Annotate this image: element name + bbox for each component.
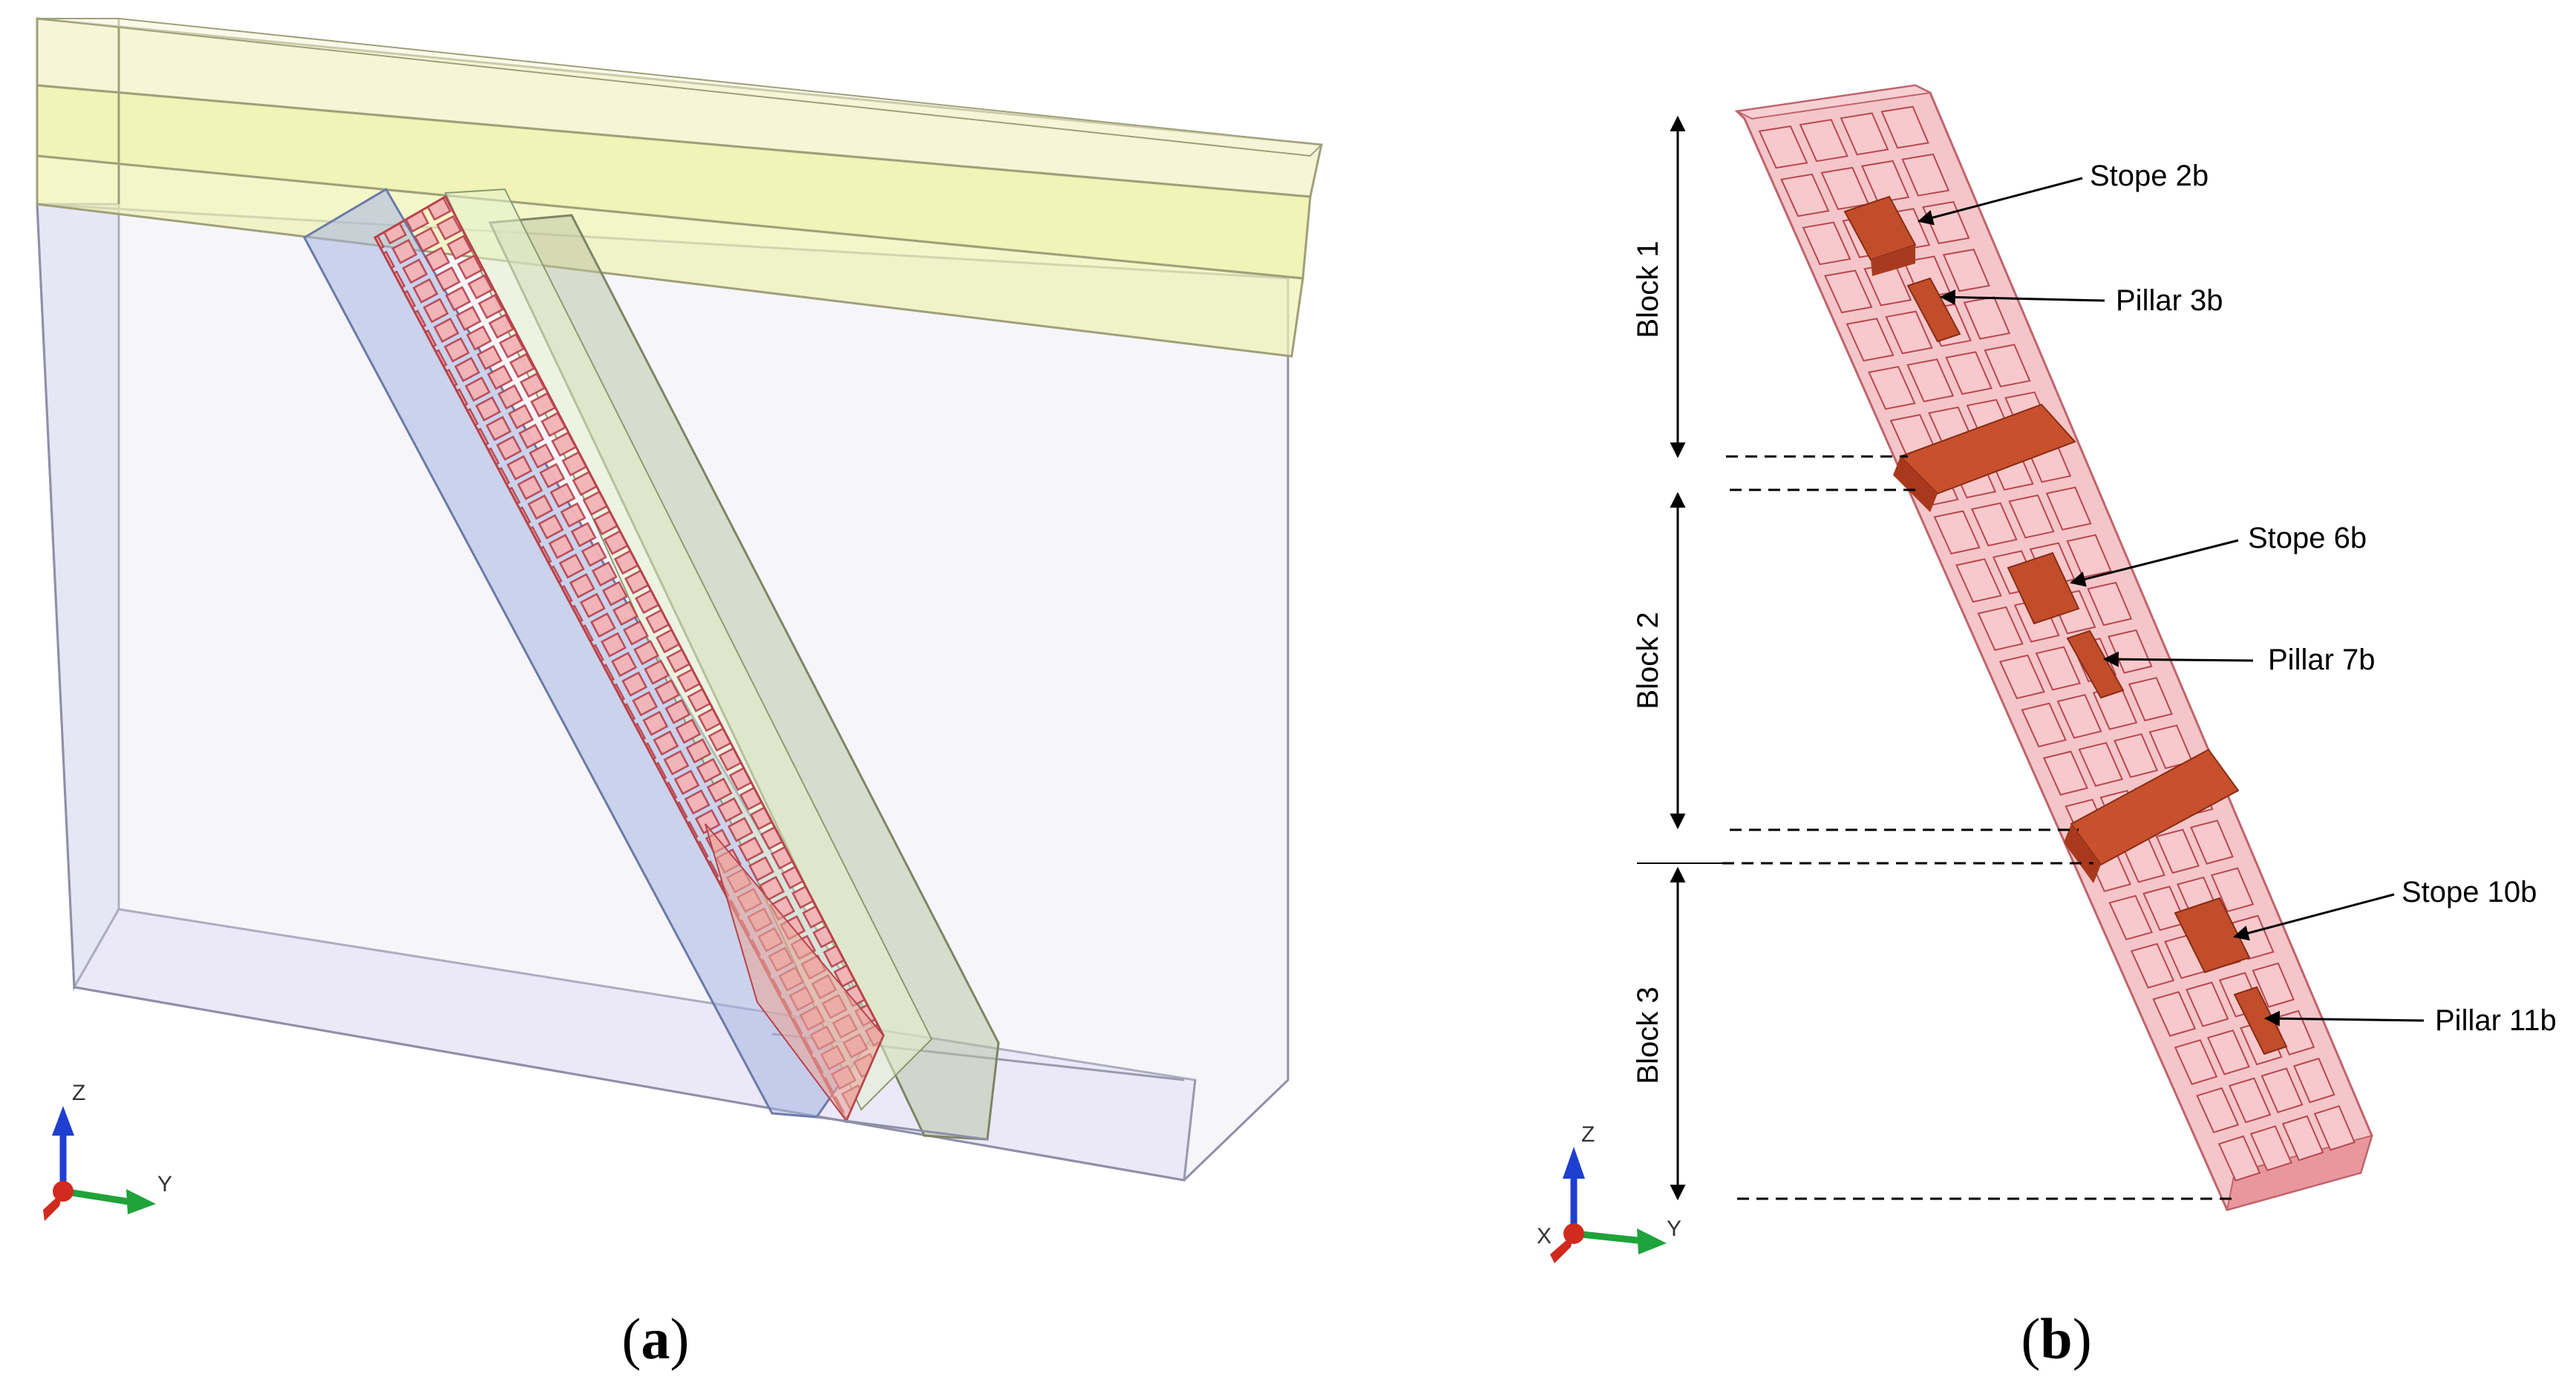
stope-cell xyxy=(1840,112,1889,156)
block-boundary-lines xyxy=(1722,455,2235,1200)
stope-cell xyxy=(2066,534,2112,579)
stope-cell xyxy=(1758,125,1808,169)
stope-cell xyxy=(2108,894,2154,940)
stope-cell xyxy=(2056,694,2102,739)
stope-cell xyxy=(2210,867,2255,913)
stope-10b-label: Stope 10b xyxy=(2402,876,2537,909)
stope-cell xyxy=(1824,269,1873,314)
axis-triad-a: Z Y xyxy=(43,1081,172,1221)
stope-cell xyxy=(2078,742,2124,788)
z-arrow-icon xyxy=(1563,1147,1585,1179)
caption-a: (a) xyxy=(622,1306,690,1371)
stope-cell xyxy=(2190,819,2234,865)
stope-cell xyxy=(2313,1104,2356,1151)
stope-6b-block xyxy=(2007,551,2080,625)
stope-cell xyxy=(1901,153,1950,197)
stope-cell xyxy=(1933,510,1981,555)
axis-x-label: X xyxy=(1537,1224,1552,1248)
stope-cell xyxy=(2252,962,2295,1008)
stope-cell xyxy=(2206,1029,2250,1076)
stope-cell xyxy=(1942,248,1990,292)
block-1-label: Block 1 xyxy=(1632,240,1664,338)
stope-cell xyxy=(1984,344,2031,387)
stope-cell xyxy=(1868,365,1916,410)
pillar-7b-label: Pillar 7b xyxy=(2268,644,2376,676)
stope-cell xyxy=(2217,1135,2261,1182)
stope-6b-label: Stope 6b xyxy=(2248,522,2367,554)
stope-cell xyxy=(2196,1087,2240,1133)
stope-cell xyxy=(1799,119,1848,163)
pillar-11b-block xyxy=(2233,986,2288,1055)
panel-a-model: Z Y (a) xyxy=(36,17,1324,1371)
stope-cell xyxy=(2228,1077,2272,1124)
stope-cell xyxy=(2045,486,2092,531)
stope-cell xyxy=(1998,654,2045,699)
stope-cell xyxy=(1880,105,1929,149)
pillar-3b-label: Pillar 3b xyxy=(2116,284,2223,317)
stope-cell xyxy=(1955,558,2002,603)
stope-cell xyxy=(1860,160,1910,203)
stope-cell xyxy=(2114,733,2159,779)
stope-cell xyxy=(2249,1125,2292,1172)
stope-cell xyxy=(1802,221,1851,266)
pillar-7b-block xyxy=(2066,629,2125,699)
stope-cell xyxy=(1885,310,1933,355)
stope-cell xyxy=(2087,581,2133,626)
stope-cell xyxy=(2042,750,2088,796)
block-divider-2 xyxy=(2070,748,2240,866)
pillar-11b-label: Pillar 11b xyxy=(2435,1004,2557,1037)
axis-z-label: Z xyxy=(72,1081,85,1105)
stope-cell xyxy=(1970,502,2018,547)
stope-2b-block xyxy=(1843,195,1917,276)
stope-cell xyxy=(2021,702,2067,747)
stope-cell xyxy=(2174,1039,2218,1085)
stope-cell xyxy=(2260,1067,2304,1113)
stope-cell xyxy=(2008,494,2055,539)
stope-cells-grid xyxy=(1758,105,2356,1182)
block-3-label: Block 3 xyxy=(1632,986,1664,1084)
panel-b-model: Block 1 Block 2 Block 3 Stope 2b Pillar … xyxy=(1537,84,2557,1371)
caption-b: (b) xyxy=(2021,1306,2091,1371)
stope-cell xyxy=(1780,173,1830,217)
axis-y-label: Y xyxy=(157,1172,172,1197)
stope-cell xyxy=(1846,318,1895,362)
axis-triad-b: Z Y X xyxy=(1537,1122,1681,1263)
z-arrow-icon xyxy=(52,1106,74,1136)
y-arrow-icon xyxy=(126,1189,156,1214)
callout-leaders xyxy=(1917,177,2425,1027)
stope-cell xyxy=(2152,991,2197,1037)
stope-cell xyxy=(1906,359,1955,403)
y-arrow-icon xyxy=(1637,1228,1667,1254)
stope-cell xyxy=(2108,629,2153,674)
block-2-label: Block 2 xyxy=(1632,612,1664,709)
stope-cell xyxy=(2035,646,2082,691)
stope-10b-block xyxy=(2174,897,2251,974)
stope-cell xyxy=(1945,351,1993,395)
stope-cell xyxy=(2155,828,2200,874)
stope-2b-label: Stope 2b xyxy=(2090,160,2209,192)
pillar-3b-block xyxy=(1906,277,1961,343)
axis-y-label: Y xyxy=(1667,1217,1681,1241)
stope-cell xyxy=(2281,1115,2324,1162)
stope-cell xyxy=(2128,676,2173,721)
axis-z-label: Z xyxy=(1581,1122,1595,1147)
stope-cell xyxy=(1977,606,2024,652)
stope-cell xyxy=(2130,943,2175,989)
stope-cell xyxy=(2293,1057,2335,1104)
stope-cell xyxy=(2186,981,2229,1027)
